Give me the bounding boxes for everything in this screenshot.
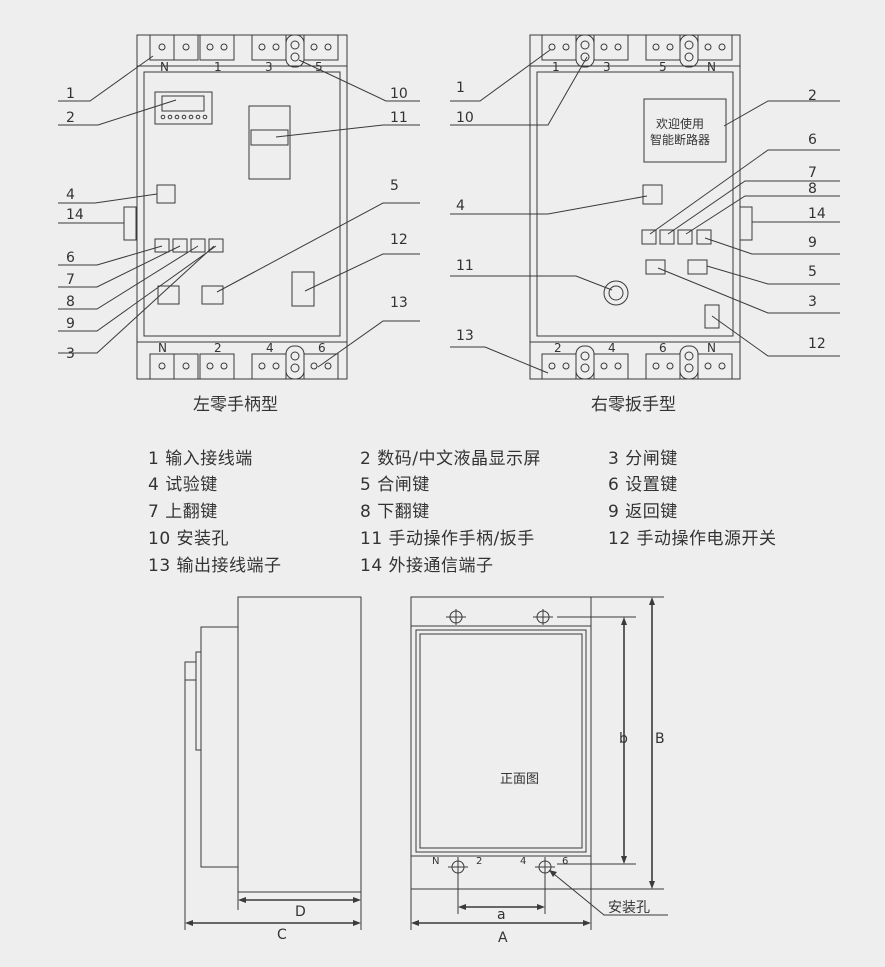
left-bottom-terminal-n: N [158, 341, 167, 355]
right-top-terminal-3: 3 [603, 60, 611, 74]
left-bottom-terminal-6: 6 [318, 341, 326, 355]
front-terminal-n: N [432, 856, 439, 867]
legend-item: 4 试验键 [148, 475, 218, 495]
legend-item: 10 安装孔 [148, 529, 230, 549]
legend-item: 13 输出接线端子 [148, 556, 282, 576]
left-callout: 11 [390, 110, 408, 126]
left-top-terminal-n: N [160, 60, 169, 74]
legend-item: 6 设置键 [608, 475, 678, 495]
legend-item: 12 手动操作电源开关 [608, 529, 777, 549]
right-callout: 9 [808, 235, 817, 251]
left-callout: 9 [66, 316, 75, 332]
right-leader-lines [450, 49, 840, 374]
front-view [410, 596, 668, 930]
front-view-label: 正面图 [500, 772, 539, 787]
right-callout: 10 [456, 110, 474, 126]
mount-hole-label: 安装孔 [608, 900, 650, 916]
dim-a-small-label: a [497, 907, 506, 923]
right-bottom-terminal-6: 6 [659, 341, 667, 355]
right-callout: 14 [808, 206, 826, 222]
legend-item: 2 数码/中文液晶显示屏 [360, 449, 541, 469]
legend-item: 5 合闸键 [360, 475, 430, 495]
left-callout: 5 [390, 178, 399, 194]
front-terminal-2: 2 [476, 856, 482, 867]
legend-item: 7 上翻键 [148, 502, 218, 522]
dim-c-label: C [277, 927, 287, 943]
right-bottom-terminal-n: N [707, 341, 716, 355]
legend-item: 8 下翻键 [360, 502, 430, 522]
legend-item: 9 返回键 [608, 502, 678, 522]
legend-item: 1 输入接线端 [148, 449, 253, 469]
right-bottom-terminal-4: 4 [608, 341, 616, 355]
left-top-terminal-1: 1 [214, 60, 222, 74]
display-text-line-1: 欢迎使用 [656, 116, 704, 131]
right-panel-title: 右零扳手型 [591, 395, 676, 415]
dim-b-label: B [655, 731, 665, 747]
right-top-terminal-5: 5 [659, 60, 667, 74]
left-callout: 13 [390, 295, 408, 311]
dim-b-small-label: b [619, 731, 628, 747]
left-callout: 7 [66, 272, 75, 288]
left-callout: 6 [66, 250, 75, 266]
right-callout: 13 [456, 328, 474, 344]
left-callout: 2 [66, 110, 75, 126]
right-top-terminal-n: N [707, 60, 716, 74]
legend-item: 11 手动操作手柄/扳手 [360, 529, 535, 549]
front-terminal-4: 4 [520, 856, 526, 867]
right-callout: 1 [456, 80, 465, 96]
front-terminal-6: 6 [562, 856, 568, 867]
dim-d-label: D [295, 904, 306, 920]
left-top-terminal-3: 3 [265, 60, 273, 74]
left-callout: 1 [66, 86, 75, 102]
right-top-terminal-1: 1 [552, 60, 560, 74]
right-callout: 6 [808, 132, 817, 148]
legend-item: 3 分闸键 [608, 449, 678, 469]
left-callout: 3 [66, 346, 75, 362]
right-callout: 4 [456, 198, 465, 214]
right-callout: 11 [456, 258, 474, 274]
left-callout: 14 [66, 207, 84, 223]
left-callout: 12 [390, 232, 408, 248]
left-leader-lines [58, 55, 420, 368]
right-callout: 3 [808, 294, 817, 310]
dim-a-label: A [498, 930, 508, 946]
right-callout: 8 [808, 181, 817, 197]
left-callout: 4 [66, 187, 75, 203]
right-callout: 2 [808, 88, 817, 104]
left-bottom-terminal-2: 2 [214, 341, 222, 355]
left-callout: 8 [66, 294, 75, 310]
right-callout: 12 [808, 336, 826, 352]
left-callout: 10 [390, 86, 408, 102]
right-callout: 5 [808, 264, 817, 280]
left-bottom-terminal-4: 4 [266, 341, 274, 355]
side-view [184, 596, 362, 930]
left-panel-title: 左零手柄型 [193, 395, 278, 415]
display-text-line-2: 智能断路器 [650, 132, 710, 147]
right-bottom-terminal-2: 2 [554, 341, 562, 355]
legend-item: 14 外接通信端子 [360, 556, 494, 576]
left-breaker [123, 34, 348, 380]
right-breaker [529, 34, 753, 380]
right-callout: 7 [808, 165, 817, 181]
left-top-terminal-5: 5 [315, 60, 323, 74]
